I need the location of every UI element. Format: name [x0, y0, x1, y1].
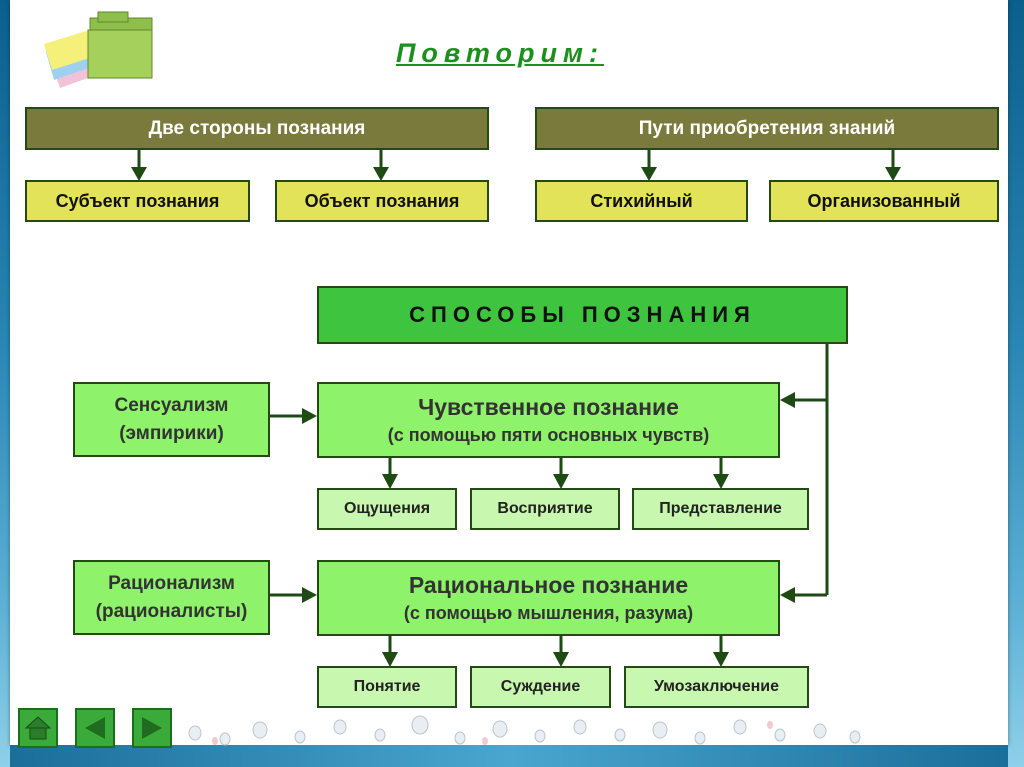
- perception-label: Восприятие: [497, 500, 593, 517]
- methods-header-label: СПОСОБЫ ПОЗНАНИЯ: [409, 302, 756, 327]
- object-label: Объект познания: [304, 190, 460, 211]
- back-button[interactable]: [75, 708, 115, 748]
- forward-button[interactable]: [132, 708, 172, 748]
- representation-box: Представление: [632, 488, 809, 530]
- rational-cognition-subtitle: (с помощью мышления, разума): [403, 603, 694, 623]
- spontaneous-label: Стихийный: [590, 190, 693, 211]
- inference-label: Умозаключение: [654, 678, 779, 695]
- arrow-left-icon: [85, 717, 105, 739]
- sensation-label: Ощущения: [343, 500, 431, 517]
- home-icon: [24, 716, 52, 740]
- subject-label: Субъект познания: [55, 190, 220, 211]
- subject-box: Субъект познания: [25, 180, 250, 222]
- rationalists-label: (рационалисты): [95, 600, 248, 622]
- rational-cognition-box: Рациональное познание (с помощью мышлени…: [317, 560, 780, 636]
- judgment-label: Суждение: [500, 678, 581, 695]
- slide-title: Повторим:: [396, 38, 604, 68]
- two-sides-header-label: Две стороны познания: [148, 117, 366, 139]
- spontaneous-box: Стихийный: [535, 180, 748, 222]
- sensualism-box: Сенсуализм (эмпирики): [73, 382, 270, 457]
- sensual-cognition-box: Чувственное познание (с помощью пяти осн…: [317, 382, 780, 458]
- two-sides-header: Две стороны познания: [25, 107, 489, 150]
- bottom-strip: [10, 745, 1008, 767]
- sensual-cognition-title: Чувственное познание: [418, 394, 679, 420]
- object-box: Объект познания: [275, 180, 489, 222]
- ways-header: Пути приобретения знаний: [535, 107, 999, 150]
- rational-cognition-title: Рациональное познание: [408, 572, 689, 598]
- judgment-box: Суждение: [470, 666, 611, 708]
- arrow-right-icon: [142, 717, 162, 739]
- empiricists-label: (эмпирики): [119, 422, 224, 444]
- water-drops-decoration: [188, 715, 861, 746]
- folder-icon: [44, 11, 153, 88]
- concept-label: Понятие: [353, 678, 421, 695]
- methods-header: СПОСОБЫ ПОЗНАНИЯ: [317, 286, 848, 344]
- concept-box: Понятие: [317, 666, 457, 708]
- sensation-box: Ощущения: [317, 488, 457, 530]
- perception-box: Восприятие: [470, 488, 620, 530]
- inference-box: Умозаключение: [624, 666, 809, 708]
- ways-header-label: Пути приобретения знаний: [638, 117, 896, 139]
- representation-label: Представление: [659, 500, 782, 517]
- sensual-cognition-subtitle: (с помощью пяти основных чувств): [387, 425, 710, 445]
- sensualism-label: Сенсуализм: [114, 394, 229, 416]
- organized-label: Организованный: [807, 190, 961, 211]
- rationalism-box: Рационализм (рационалисты): [73, 560, 270, 635]
- home-button[interactable]: [18, 708, 58, 748]
- organized-box: Организованный: [769, 180, 999, 222]
- rationalism-label: Рационализм: [108, 572, 235, 594]
